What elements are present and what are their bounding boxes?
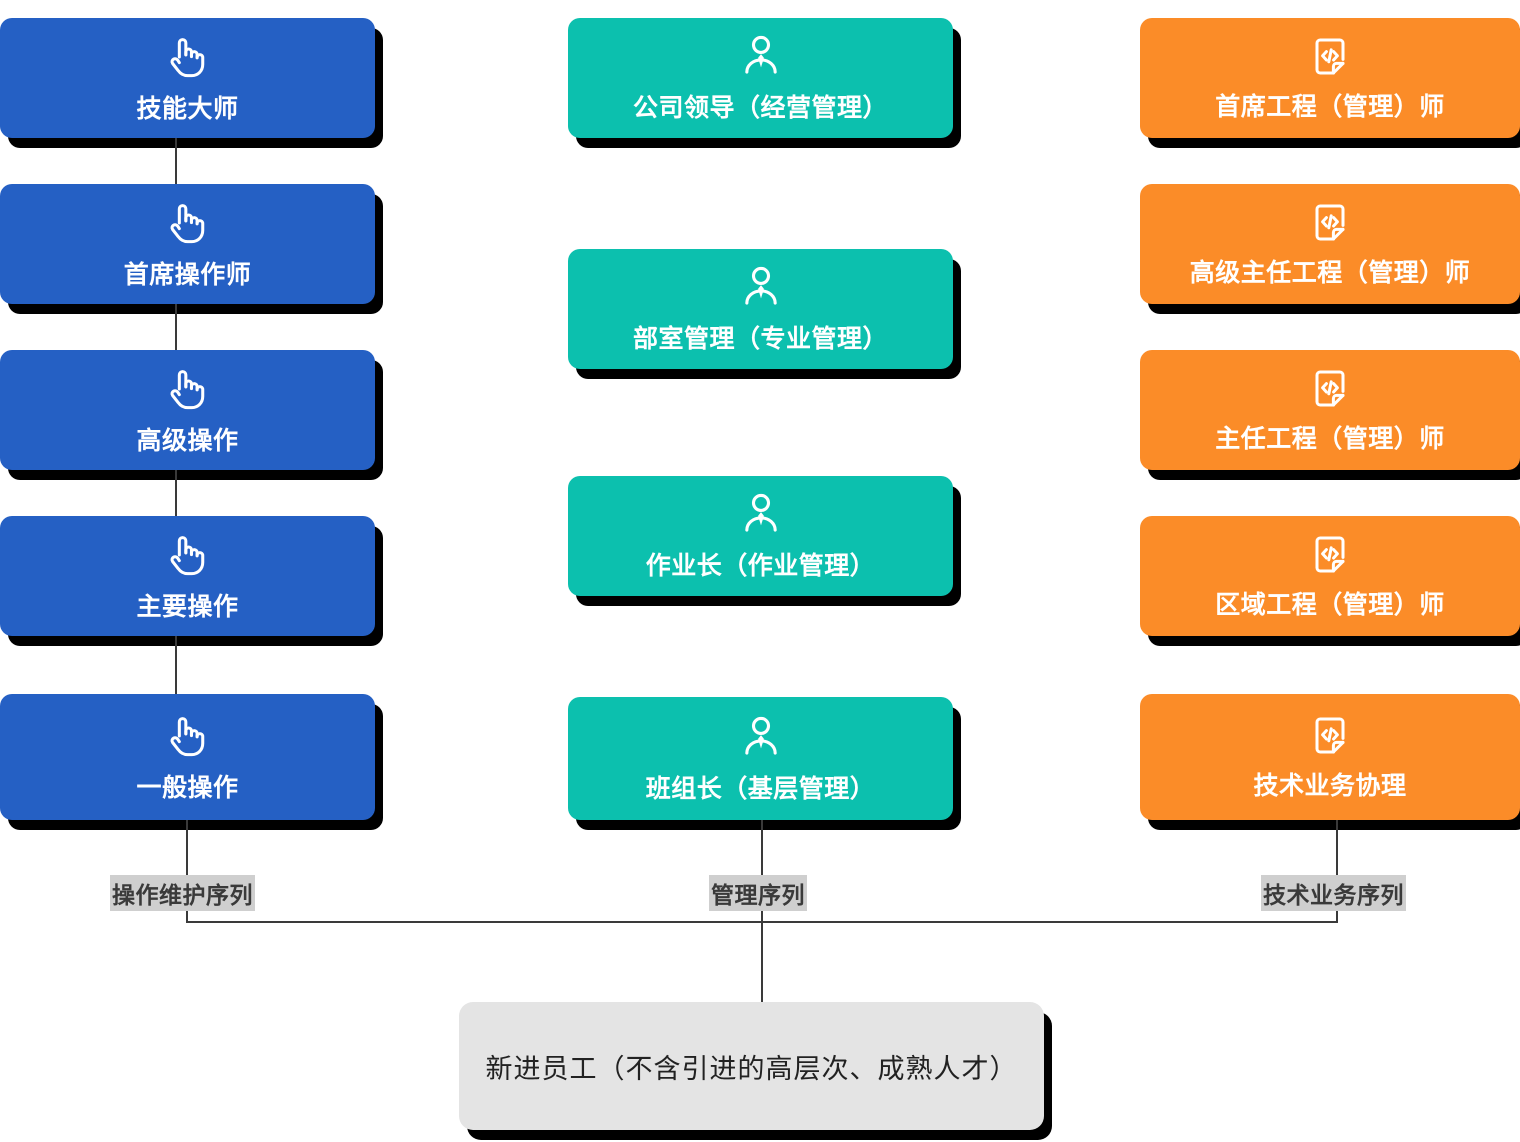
hand-pointer-icon (162, 31, 214, 83)
connector-trunk-technical (1336, 820, 1338, 922)
card-management-0[interactable]: 公司领导（经营管理） (568, 18, 953, 138)
connector-blue-0-1 (175, 138, 177, 184)
card-label: 班组长（基层管理） (645, 774, 876, 803)
person-tie-icon (736, 263, 786, 313)
card-management-3[interactable]: 班组长（基层管理） (568, 697, 953, 820)
card-label: 公司领导（经营管理） (632, 94, 888, 122)
code-document-icon (1306, 199, 1354, 247)
card-label: 区域工程（管理）师 (1215, 591, 1445, 619)
card-label: 部室管理（专业管理） (632, 325, 888, 353)
card-label: 技能大师 (136, 95, 239, 123)
sequence-label-operation: 操作维护序列 (110, 875, 255, 911)
card-operation-2[interactable]: 高级操作 (0, 350, 375, 470)
person-tie-icon (736, 32, 786, 82)
connector-blue-1-2 (175, 304, 177, 350)
card-label: 高级主任工程（管理）师 (1189, 259, 1471, 287)
card-operation-0[interactable]: 技能大师 (0, 18, 375, 138)
card-management-2[interactable]: 作业长（作业管理） (568, 476, 953, 596)
card-technical-2[interactable]: 主任工程（管理）师 (1140, 350, 1520, 470)
card-technical-0[interactable]: 首席工程（管理）师 (1140, 18, 1520, 138)
card-label: 首席工程（管理）师 (1215, 93, 1445, 121)
card-label: 首席操作师 (123, 261, 252, 289)
card-label: 作业长（作业管理） (645, 552, 876, 580)
hand-pointer-icon (162, 710, 214, 762)
card-management-1[interactable]: 部室管理（专业管理） (568, 249, 953, 369)
card-label: 主要操作 (136, 593, 239, 621)
card-technical-3[interactable]: 区域工程（管理）师 (1140, 516, 1520, 636)
person-tie-icon (736, 713, 786, 763)
code-document-icon (1306, 33, 1354, 81)
code-document-icon (1306, 531, 1354, 579)
code-document-icon (1306, 365, 1354, 413)
card-label: 新进员工（不含引进的高层次、成熟人才） (485, 1053, 1018, 1084)
card-label: 技术业务协理 (1253, 772, 1407, 800)
connector-blue-2-3 (175, 470, 177, 516)
person-tie-icon (736, 490, 786, 540)
code-document-icon (1306, 712, 1354, 760)
card-label: 一般操作 (136, 774, 239, 802)
sequence-label-technical: 技术业务序列 (1261, 875, 1406, 911)
hand-pointer-icon (162, 197, 214, 249)
card-entry-node[interactable]: 新进员工（不含引进的高层次、成熟人才） (459, 1002, 1044, 1130)
connector-trunk-operation (186, 820, 188, 922)
hand-pointer-icon (162, 529, 214, 581)
card-operation-1[interactable]: 首席操作师 (0, 184, 375, 304)
card-label: 主任工程（管理）师 (1215, 425, 1445, 453)
card-label: 高级操作 (136, 427, 239, 455)
card-operation-3[interactable]: 主要操作 (0, 516, 375, 636)
connector-trunk-to-entry (761, 921, 763, 1003)
card-operation-4[interactable]: 一般操作 (0, 694, 375, 820)
hand-pointer-icon (162, 363, 214, 415)
card-technical-1[interactable]: 高级主任工程（管理）师 (1140, 184, 1520, 304)
card-technical-4[interactable]: 技术业务协理 (1140, 694, 1520, 820)
connector-blue-3-4 (175, 636, 177, 694)
connector-trunk-management (761, 820, 763, 922)
sequence-label-management: 管理序列 (709, 875, 807, 911)
